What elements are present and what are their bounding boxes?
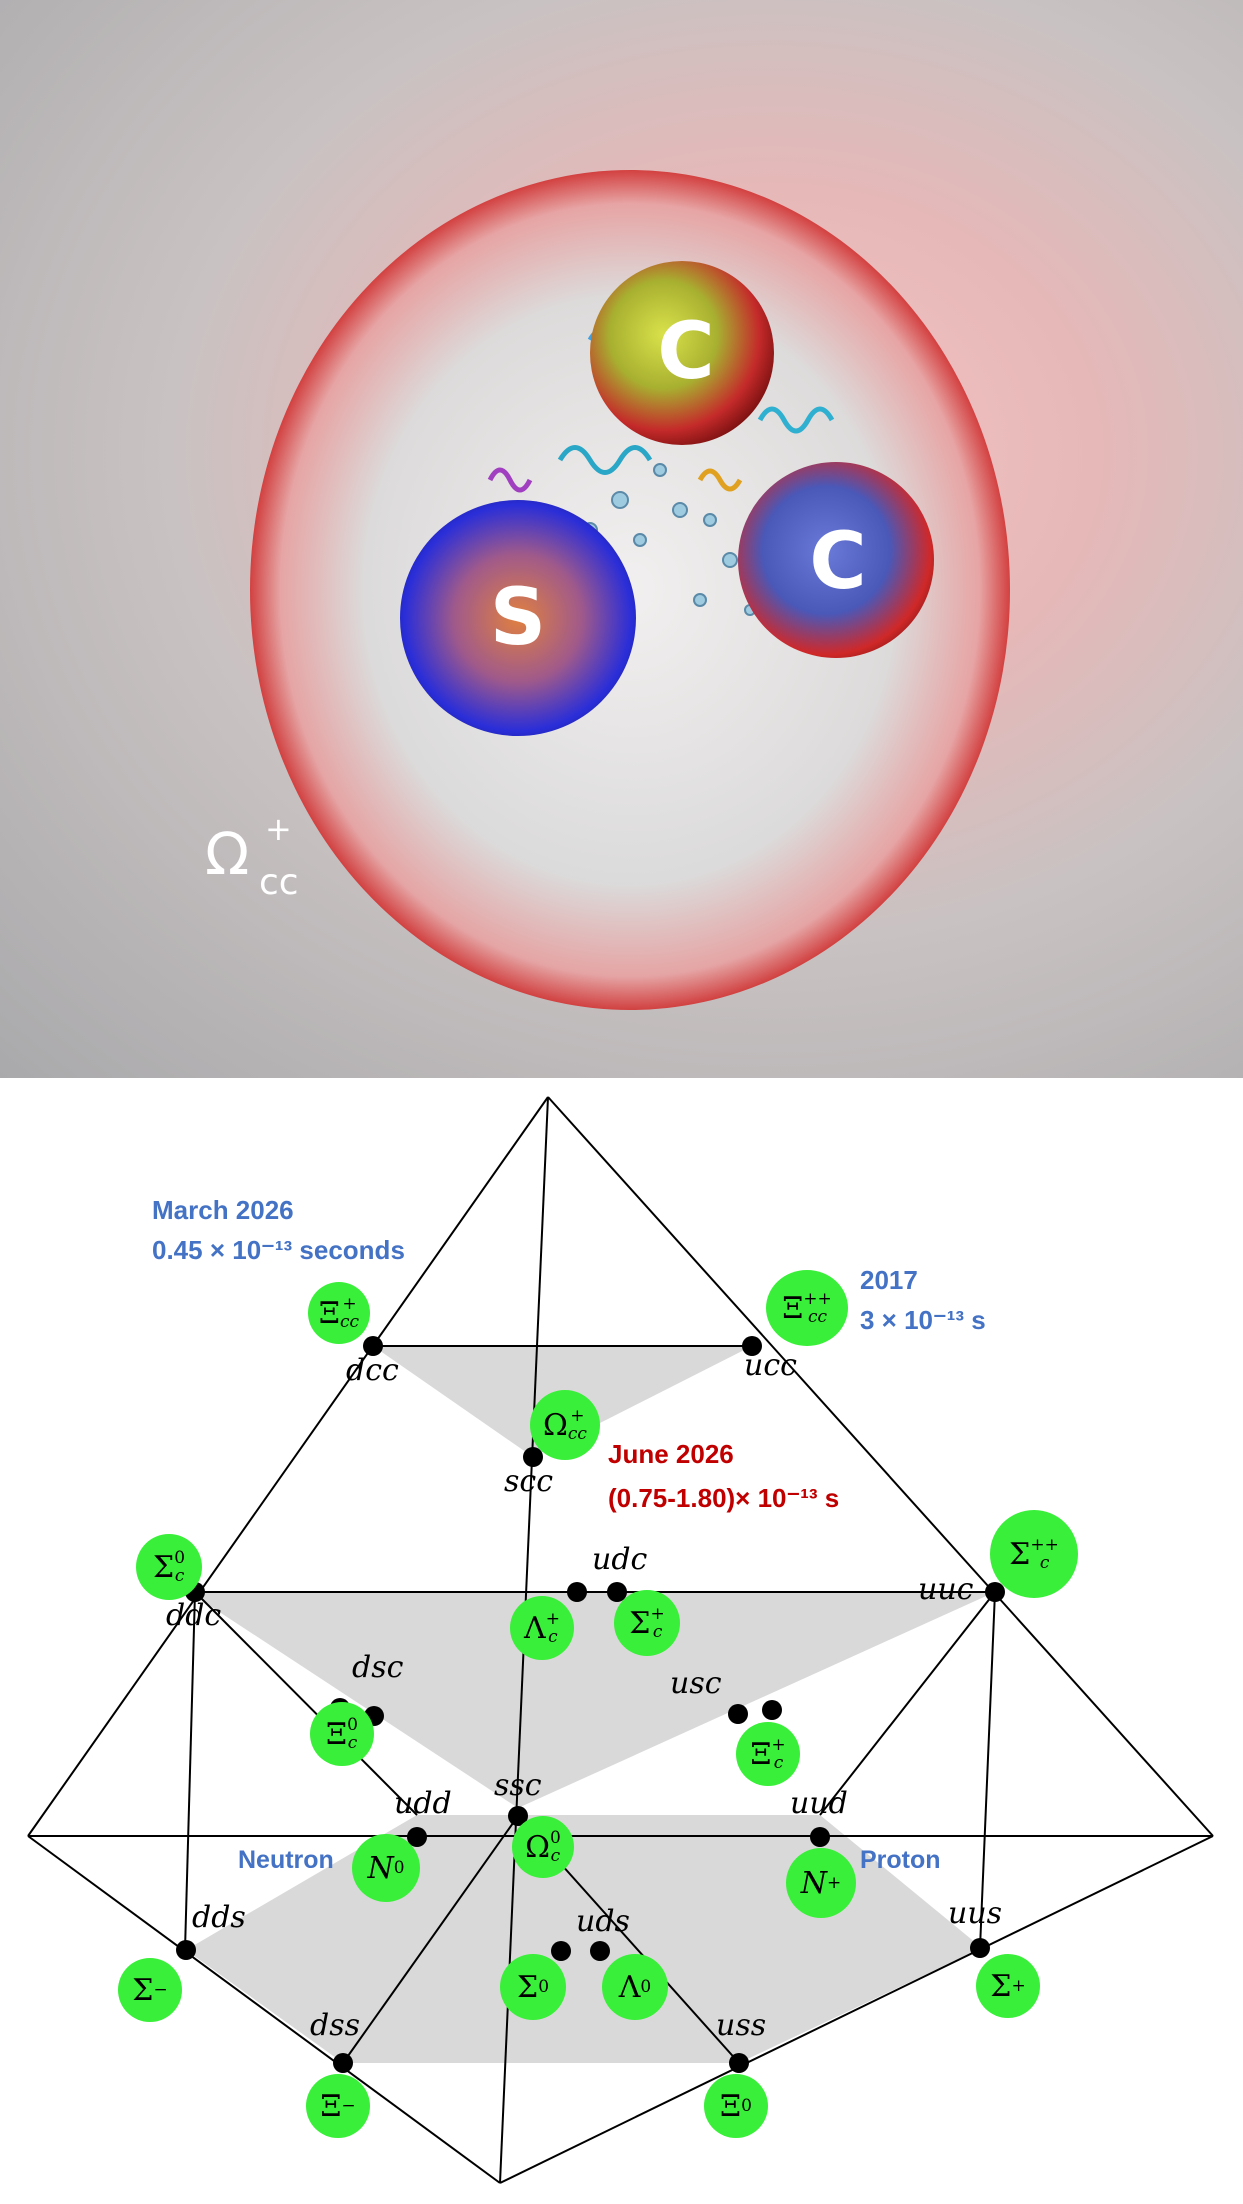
quark-label-uuc: uuc — [918, 1572, 974, 1607]
quark-label-uss: uss — [716, 2008, 767, 2043]
proton-label: Proton — [860, 1846, 941, 1874]
baryon-xi-minus: Ξ− — [306, 2074, 370, 2138]
quark-label-uus: uus — [948, 1896, 1003, 1931]
quark-label-ssc: ssc — [494, 1768, 542, 1803]
omega-charge: + — [265, 810, 292, 848]
quark-label-udc: udc — [592, 1542, 648, 1577]
charm-quark-top — [590, 261, 774, 445]
strange-quark — [400, 500, 636, 736]
quark-label-ddc: ddc — [166, 1598, 222, 1633]
xicc-plus-lifetime: 0.45 × 10⁻¹³ seconds — [152, 1235, 405, 1265]
xicc-plusplus-date: 2017 — [860, 1265, 918, 1295]
baryon-sigma-minus: Σ− — [118, 1958, 182, 2022]
quark-label-dsc: dsc — [352, 1650, 404, 1685]
quark-label-dds: dds — [192, 1900, 246, 1935]
neutron-label: Neutron — [238, 1846, 334, 1874]
quark-label-dss: dss — [310, 2008, 360, 2043]
omega-cc-illustration: C C S Ω + cc — [0, 0, 1243, 1078]
omega-flavor: cc — [259, 862, 299, 903]
xicc-plusplus-lifetime: 3 × 10⁻¹³ s — [860, 1305, 986, 1335]
baryon-sigma-plus: Σ+ — [976, 1954, 1040, 2018]
quark-label-dcc: dcc — [346, 1353, 399, 1388]
quark-label-uud: uud — [790, 1786, 848, 1821]
strange-quark-letter: S — [490, 573, 546, 663]
omegacc-lifetime: (0.75-1.80)× 10⁻¹³ s — [608, 1483, 840, 1513]
baryon-sigmac-plus: Σ+c — [614, 1590, 680, 1656]
quark-label-ucc: ucc — [744, 1348, 797, 1383]
baryon-sigmac-plusplus: Σ++c — [990, 1510, 1078, 1598]
charm-quark-right-letter: C — [809, 517, 866, 607]
baryon-xicc-plus: Ξ+cc — [308, 1282, 370, 1344]
quark-label-udd: udd — [394, 1786, 452, 1821]
hadron-render: C C S — [250, 170, 1010, 1010]
baryon-multiplet-diagram: March 2026 0.45 × 10⁻¹³ seconds 2017 3 ×… — [0, 1078, 1243, 2204]
charm-quark-right — [738, 462, 934, 658]
quark-label-scc: scc — [504, 1464, 553, 1499]
quark-label-uds: uds — [576, 1904, 630, 1939]
charm-quark-top-letter: C — [657, 307, 714, 397]
omega-symbol: Ω — [205, 820, 250, 888]
quark-label-usc: usc — [670, 1666, 722, 1701]
baryon-lambdac-plus: Λ+c — [510, 1596, 574, 1660]
baryon-omegacc-plus: Ω+cc — [530, 1390, 600, 1460]
xicc-plus-date: March 2026 — [152, 1195, 294, 1225]
omega-cc-plus-label: Ω + cc — [205, 810, 299, 903]
baryon-xicc-plusplus: Ξ++cc — [766, 1270, 848, 1346]
omegacc-date: June 2026 — [608, 1439, 734, 1469]
baryon-xic-plus: Ξ+c — [736, 1722, 800, 1786]
baryon-proton: N+ — [786, 1848, 856, 1918]
